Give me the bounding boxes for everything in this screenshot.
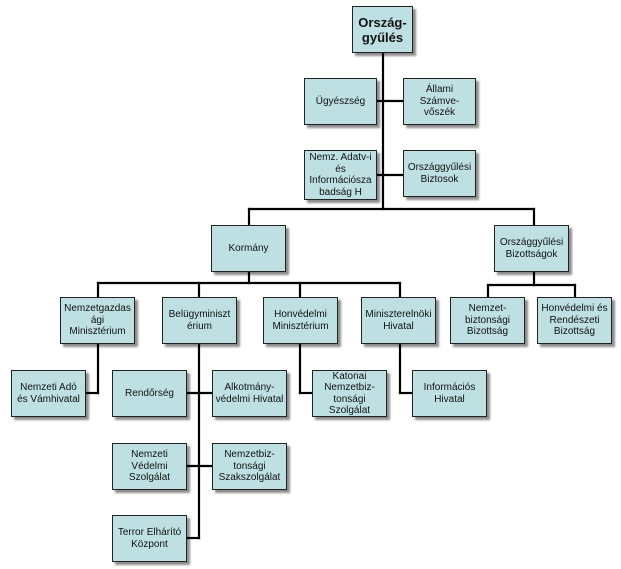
node-honvedelmi-bizottsag[interactable]: Honvédelmi és Rendészeti Bizottság [537,297,612,344]
node-rendorseg[interactable]: Rendőrség [112,370,187,417]
node-beluegyminiszterium[interactable]: Belügyminiszt érium [162,297,237,344]
node-allami-szamvevoszek[interactable]: Állami Számve- vőszék [403,78,476,125]
node-informacios-hivatal[interactable]: Információs Hivatal [412,370,487,417]
node-orszaggyulesi-bizottsagok[interactable]: Országgyűlési Bizottságok [494,225,569,272]
node-ugyeszseg[interactable]: Ügyészség [304,78,377,125]
node-nemzetgazdasagi[interactable]: Nemzetgazdas ági Minisztérium [60,297,135,344]
node-nemzeti-ado[interactable]: Nemzeti Adó és Vámhivatal [11,370,86,417]
node-nemzeti-vedelmi[interactable]: Nemzeti Védelmi Szolgálat [112,443,187,490]
node-nemz-adatv[interactable]: Nemz. Adatv-i és Információsza badság H [304,150,377,200]
node-orszaggyules[interactable]: Ország- gyűlés [352,6,413,53]
node-alkotmanyvedelmi[interactable]: Alkotmány- védelmi Hivatal [212,370,287,417]
node-nemzetbiztonsagi-bizottsag[interactable]: Nemzet- biztonsági Bizottság [450,297,525,344]
node-honvedelmi-miniszterium[interactable]: Honvédelmi Minisztérium [263,297,338,344]
node-kormany[interactable]: Kormány [211,225,286,272]
node-nemzetbiztonsagi-szakszolgalat[interactable]: Nemzetbiz- tonsági Szakszolgálat [212,443,287,490]
node-terror-elharito[interactable]: Terror Elhárító Központ [112,515,187,562]
node-miniszterelnoki-hivatal[interactable]: Miniszterelnöki Hivatal [361,297,436,344]
node-katonai-nemzetbiztonsagi[interactable]: Katonai Nemzetbiz- tonsági Szolgálat [312,370,387,417]
node-orszaggyulesi-biztosok[interactable]: Országgyűlési Biztosok [403,150,476,197]
